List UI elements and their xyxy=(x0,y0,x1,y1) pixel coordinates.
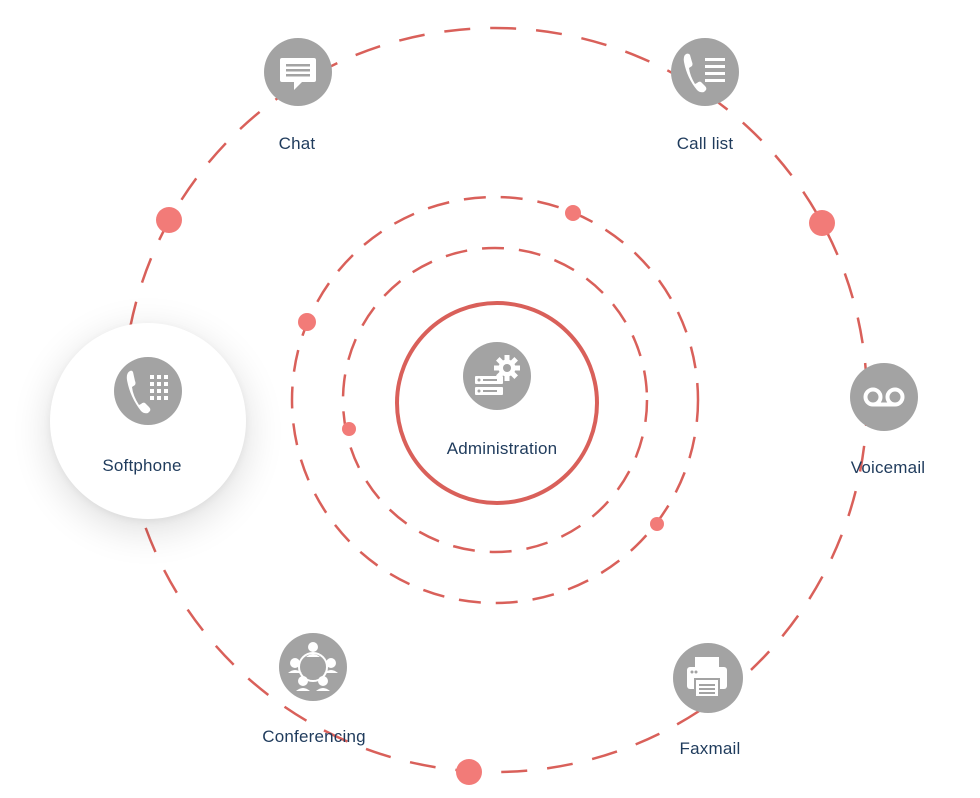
orbit-dot xyxy=(650,517,664,531)
voicemail-icon xyxy=(850,363,918,431)
administration-label: Administration xyxy=(446,439,558,458)
fax-machine-icon xyxy=(673,643,743,713)
middle-orbit xyxy=(290,195,700,605)
inner-orbit xyxy=(341,246,649,554)
faxmail-label: Faxmail xyxy=(679,739,741,758)
softphone-label: Softphone xyxy=(102,456,182,475)
chat-bubble-icon xyxy=(264,38,332,106)
people-network-icon xyxy=(279,633,347,701)
phone-list-icon xyxy=(671,38,739,106)
orbit-dot xyxy=(456,759,482,785)
phone-keypad-icon xyxy=(114,357,182,425)
orbit-dot xyxy=(156,207,182,233)
server-gear-icon xyxy=(463,342,531,410)
conferencing-label: Conferencing xyxy=(262,727,366,746)
voicemail-label: Voicemail xyxy=(850,458,926,477)
orbit-dot xyxy=(809,210,835,236)
orbit-dot xyxy=(565,205,581,221)
chat-label: Chat xyxy=(278,134,316,153)
orbit-dot xyxy=(342,422,356,436)
call-list-label: Call list xyxy=(676,134,734,153)
orbit-dot xyxy=(298,313,316,331)
